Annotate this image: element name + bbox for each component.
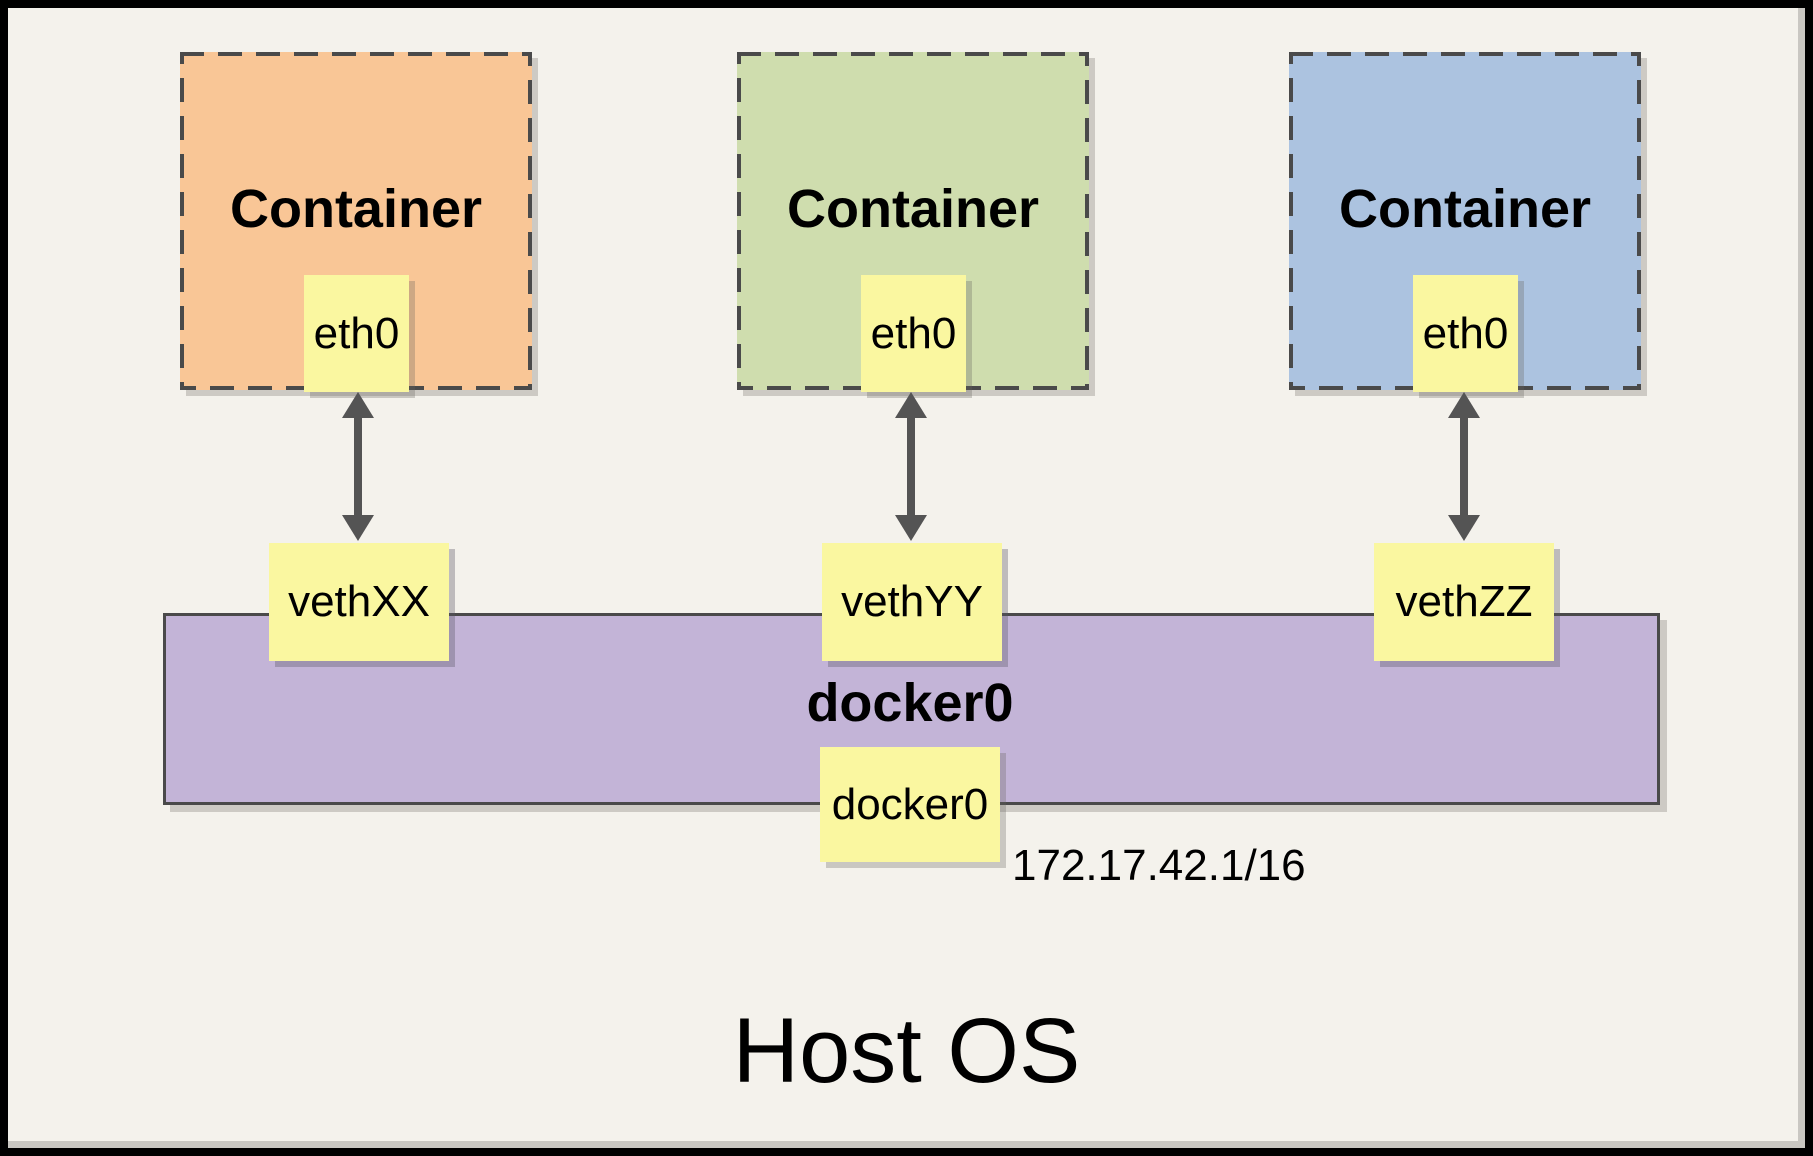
container-box-3: Container eth0: [1289, 52, 1641, 392]
arrow-up-icon: [342, 392, 374, 418]
arrow-down-icon: [342, 515, 374, 541]
container-box-1: Container eth0: [180, 52, 532, 392]
docker0-interface-box: docker0: [820, 747, 1000, 862]
container-2-label: Container: [786, 179, 1040, 239]
bridge-ip-address: 172.17.42.1/16: [1012, 841, 1306, 890]
container-1-eth0-label: eth0: [313, 308, 400, 358]
container-2-eth0-label: eth0: [870, 308, 957, 358]
arrow-down-icon: [1448, 515, 1480, 541]
vethxx-label: vethXX: [288, 577, 430, 626]
container-box-2: Container eth0: [737, 52, 1089, 392]
arrow-shaft: [907, 416, 915, 517]
container-3-label: Container: [1338, 179, 1592, 239]
vethyy-label: vethYY: [841, 577, 983, 626]
vethxx-box: vethXX: [269, 543, 449, 661]
docker0-bridge-label: docker0: [806, 673, 1014, 733]
vethzz-box: vethZZ: [1374, 543, 1554, 661]
arrow-down-icon: [895, 515, 927, 541]
container-3-eth0-label: eth0: [1422, 308, 1509, 358]
container-3-eth0-box: eth0: [1413, 275, 1518, 392]
arrow-shaft: [1460, 416, 1468, 517]
arrow-up-icon: [1448, 392, 1480, 418]
vethzz-label: vethZZ: [1395, 577, 1533, 626]
host-os-label: Host OS: [732, 1000, 1081, 1102]
container-2-eth0-box: eth0: [861, 275, 966, 392]
veth-connection-arrow-3: [1448, 392, 1480, 541]
container-1-label: Container: [229, 179, 483, 239]
container-1-eth0-box: eth0: [304, 275, 409, 392]
docker0-interface-label: docker0: [831, 779, 989, 829]
arrow-shaft: [354, 416, 362, 517]
veth-connection-arrow-1: [342, 392, 374, 541]
vethyy-box: vethYY: [822, 543, 1002, 661]
arrow-up-icon: [895, 392, 927, 418]
veth-connection-arrow-2: [895, 392, 927, 541]
